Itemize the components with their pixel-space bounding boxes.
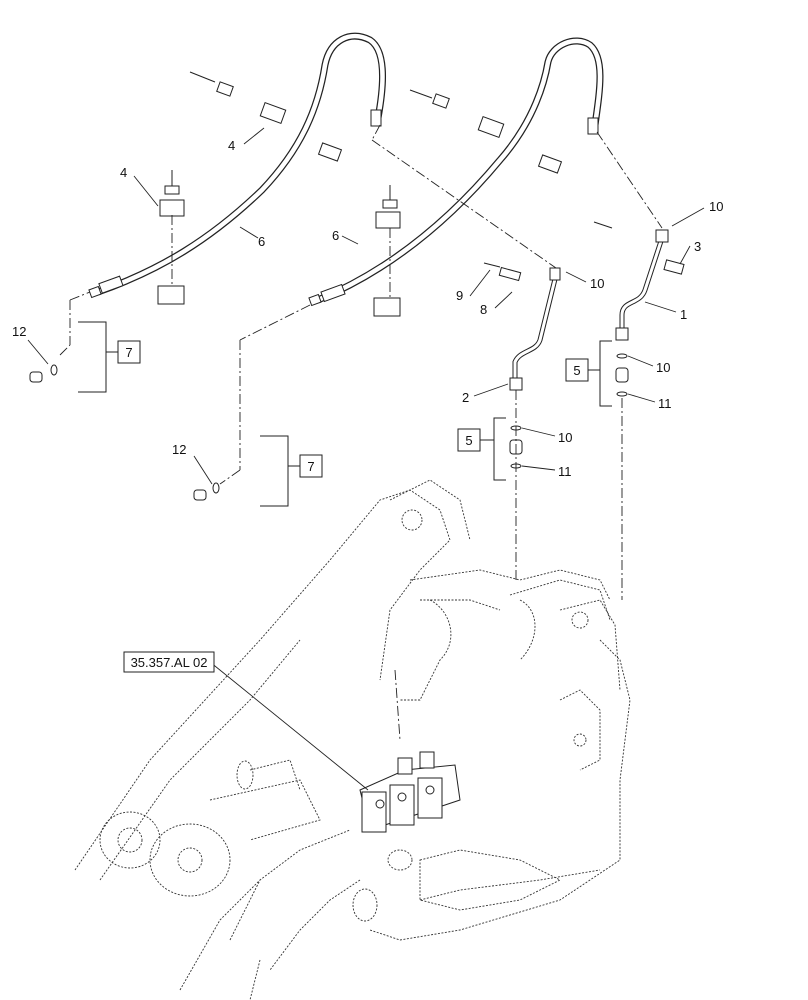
bracket-7-upper bbox=[78, 321, 118, 393]
callout-11-b: 11 bbox=[558, 464, 572, 479]
callout-7-lower-label: 7 bbox=[307, 459, 314, 474]
callout-2: 2 bbox=[462, 390, 469, 405]
clamp-set-mid-right bbox=[373, 185, 401, 317]
clamp-set-upper-right bbox=[409, 89, 563, 174]
fitting-stack-right bbox=[615, 353, 629, 397]
clamp-set-mid-left bbox=[157, 170, 185, 305]
callout-7-upper-label: 7 bbox=[125, 345, 132, 360]
callout-box-5-center: 5 bbox=[457, 428, 481, 452]
center-lines bbox=[59, 124, 663, 741]
callout-12-upper: 12 bbox=[12, 324, 26, 339]
hose-left bbox=[88, 32, 387, 299]
callout-6-left: 6 bbox=[258, 234, 265, 249]
callout-1: 1 bbox=[680, 307, 687, 322]
tube-2 bbox=[483, 262, 561, 391]
callout-6-right: 6 bbox=[332, 228, 339, 243]
clamp-set-upper-left bbox=[189, 71, 343, 162]
callout-4-upper: 4 bbox=[228, 138, 235, 153]
callout-11-a: 11 bbox=[658, 396, 672, 411]
callout-5-center-label: 5 bbox=[465, 433, 472, 448]
valve-block bbox=[359, 751, 461, 833]
reference-label[interactable]: 35.357.AL 02 bbox=[131, 655, 208, 670]
callout-4-lower: 4 bbox=[120, 165, 127, 180]
callout-3: 3 bbox=[694, 239, 701, 254]
bracket-5-right bbox=[588, 340, 612, 407]
callout-9: 9 bbox=[456, 288, 463, 303]
loader-frame bbox=[74, 479, 631, 1000]
callout-8: 8 bbox=[480, 302, 487, 317]
callout-10-c: 10 bbox=[656, 360, 670, 375]
callout-box-7-lower: 7 bbox=[299, 454, 323, 478]
callout-10-a: 10 bbox=[590, 276, 604, 291]
leader-lines bbox=[27, 127, 705, 791]
callout-5-right-label: 5 bbox=[573, 363, 580, 378]
tube-1 bbox=[593, 221, 685, 341]
hose-right bbox=[308, 37, 604, 307]
callout-box-5-right: 5 bbox=[565, 358, 589, 382]
callout-labels: 4 4 6 6 9 8 10 10 3 1 2 10 11 10 11 12 1… bbox=[12, 138, 723, 479]
caps bbox=[29, 364, 220, 501]
callout-12-lower: 12 bbox=[172, 442, 186, 457]
callout-10-b: 10 bbox=[709, 199, 723, 214]
reference-box[interactable]: 35.357.AL 02 bbox=[123, 651, 215, 673]
bracket-7-lower bbox=[260, 435, 300, 507]
callout-10-d: 10 bbox=[558, 430, 572, 445]
callout-box-7-upper: 7 bbox=[117, 340, 141, 364]
bracket-5-center bbox=[480, 417, 506, 481]
